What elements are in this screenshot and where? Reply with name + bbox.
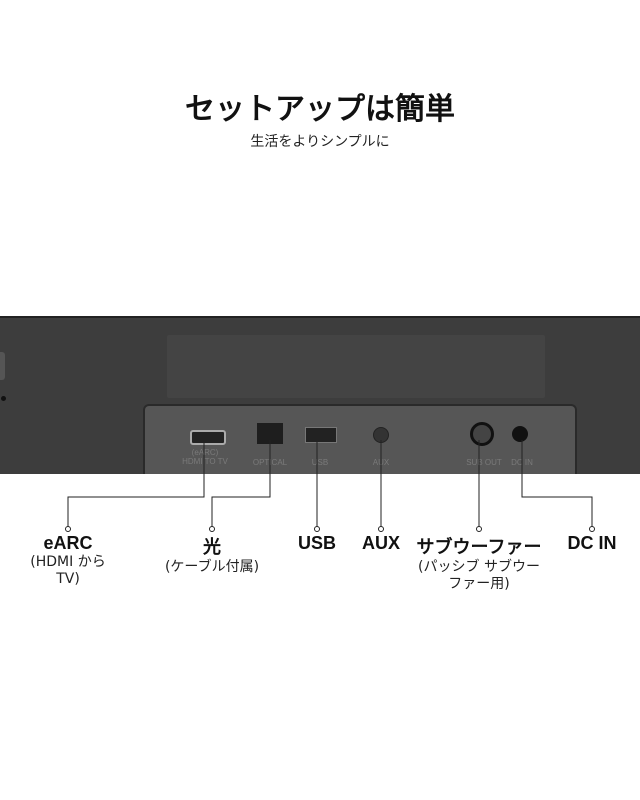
callout-sub: (ケーブル付属) xyxy=(164,559,260,575)
callout-label: AUX xyxy=(361,533,400,553)
usb-port-label: USB xyxy=(311,458,329,467)
callout-label: サブウーファー xyxy=(416,537,542,557)
page-title: セットアップは簡単 xyxy=(185,92,455,127)
callout-line-dc xyxy=(521,440,593,528)
rear-grille xyxy=(167,335,545,398)
callout-dot xyxy=(314,526,320,532)
hdmi-port xyxy=(190,430,226,445)
sub-out-port xyxy=(470,422,494,446)
callout-line-optical xyxy=(211,440,271,528)
callout-optical: 光 (ケーブル付属) xyxy=(152,533,272,576)
page-subtitle: 生活をよりシンプルに xyxy=(250,134,390,150)
callout-label: DC IN xyxy=(567,533,617,553)
callout-label: 光 xyxy=(203,537,221,557)
callout-dot xyxy=(209,526,215,532)
callout-label: USB xyxy=(297,533,336,553)
callout-usb: USB xyxy=(287,533,347,554)
usb-port xyxy=(305,427,337,443)
callout-dot xyxy=(589,526,595,532)
callout-dot xyxy=(476,526,482,532)
callout-line-earc xyxy=(67,440,205,528)
sub-out-port-label: SUB OUT xyxy=(466,458,502,467)
side-button xyxy=(0,352,5,380)
callout-subwoofer: サブウーファー (パッシブ サブウーファー用) xyxy=(409,533,549,593)
callout-label: eARC xyxy=(43,533,93,553)
callout-sub: (HDMI から TV) xyxy=(30,554,106,587)
optical-port xyxy=(257,423,283,444)
callout-dot xyxy=(65,526,71,532)
callout-earc: eARC (HDMI から TV) xyxy=(18,533,118,588)
callout-aux: AUX xyxy=(351,533,411,554)
callout-dot xyxy=(378,526,384,532)
callout-dc-in: DC IN xyxy=(557,533,627,554)
dc-in-port xyxy=(512,426,528,442)
hdmi-port-label: (eARC) HDMI TO TV xyxy=(182,448,228,466)
callout-sub: (パッシブ サブウーファー用) xyxy=(418,559,540,592)
indicator-dot xyxy=(1,396,6,401)
